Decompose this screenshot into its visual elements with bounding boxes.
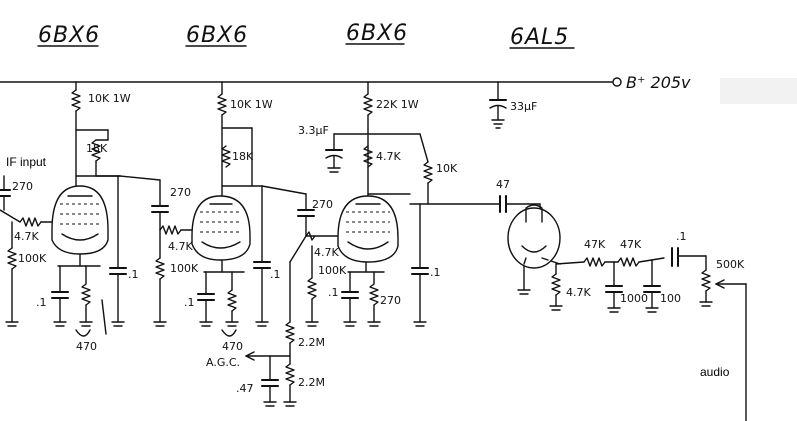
s3-grid-leak-label: 100K	[318, 264, 347, 277]
s3-screen-r-label: 4.7K	[376, 150, 401, 163]
s1-plate-r-label: 10K 1W	[88, 92, 131, 105]
s1-cathode-cap-label: .1	[36, 296, 47, 309]
volume-pot-label: 500K	[716, 258, 745, 271]
s2-grid-r-label: 4.7K	[168, 240, 193, 253]
tube-label-v2: 6BX6	[186, 23, 248, 48]
s2-cathode-r-label: 470	[222, 340, 243, 353]
agc-cap-label: .47	[236, 382, 254, 395]
agc-r2-label: 2.2M	[298, 376, 325, 389]
s3-bypass-cap-label: .1	[430, 266, 441, 279]
s3-screen-cap-label: 3.3μF	[298, 124, 329, 137]
s1-input-cap-label: 270	[12, 180, 33, 193]
det-load-r-label: 4.7K	[566, 286, 591, 299]
agc-r1-label: 2.2M	[298, 336, 325, 349]
s3-cathode-cap-label: .1	[328, 286, 339, 299]
s2-grid-leak-label: 100K	[170, 262, 199, 275]
audio-output-label: audio	[700, 365, 730, 379]
supply-decoupling-cap	[489, 81, 507, 129]
background-block	[720, 78, 797, 104]
b-plus-terminal	[612, 77, 622, 87]
s1-screen-cap-label: .1	[128, 268, 139, 281]
det-out-cap-label: .1	[676, 230, 687, 243]
s2-screen-cap-label: .1	[270, 268, 281, 281]
s2-plate-r-label: 10K 1W	[230, 98, 273, 111]
s1-grid-leak-label: 100K	[18, 252, 47, 265]
s3-load-r-label: 10K	[436, 162, 458, 175]
tube4-envelope	[507, 204, 561, 269]
s3-coupling-cap-label: 270	[312, 198, 333, 211]
det-c2-label: 100	[660, 292, 681, 305]
s2-coupling-cap-label: 270	[170, 186, 191, 199]
tube1-envelope	[51, 185, 109, 255]
if-input-label: IF input	[6, 155, 47, 169]
s3-plate-r-label: 22K 1W	[376, 98, 419, 111]
tube3-envelope	[337, 195, 399, 263]
stage2-circuit	[151, 81, 307, 337]
s2-screen-r-label: 18K	[232, 150, 254, 163]
agc-label: A.G.C.	[206, 356, 240, 369]
det-coupling-cap-label: 47	[496, 178, 510, 191]
supply-cap-label: 33μF	[510, 100, 537, 113]
tube-label-v1: 6BX6	[38, 23, 100, 48]
s1-cathode-r-label: 470	[76, 340, 97, 353]
detector-circuit	[517, 203, 747, 421]
stage1-circuit	[0, 81, 161, 337]
det-c1-label: 1000	[620, 292, 648, 305]
s1-screen-r-label: 18K	[86, 142, 108, 155]
s1-grid-r-label: 4.7K	[14, 230, 39, 243]
b-plus-label: B⁺ 205v	[626, 73, 691, 92]
det-r1-label: 47K	[584, 238, 606, 251]
s2-cathode-cap-label: .1	[184, 296, 195, 309]
tube-label-v3: 6BX6	[346, 21, 408, 46]
s3-cathode-r-label: 270	[380, 294, 401, 307]
stage3-circuit	[245, 81, 541, 407]
det-r2-label: 47K	[620, 238, 642, 251]
s3-grid-r-label: 4.7K	[314, 246, 339, 259]
tube-label-v4: 6AL5	[510, 25, 569, 50]
tube2-envelope	[191, 195, 251, 261]
